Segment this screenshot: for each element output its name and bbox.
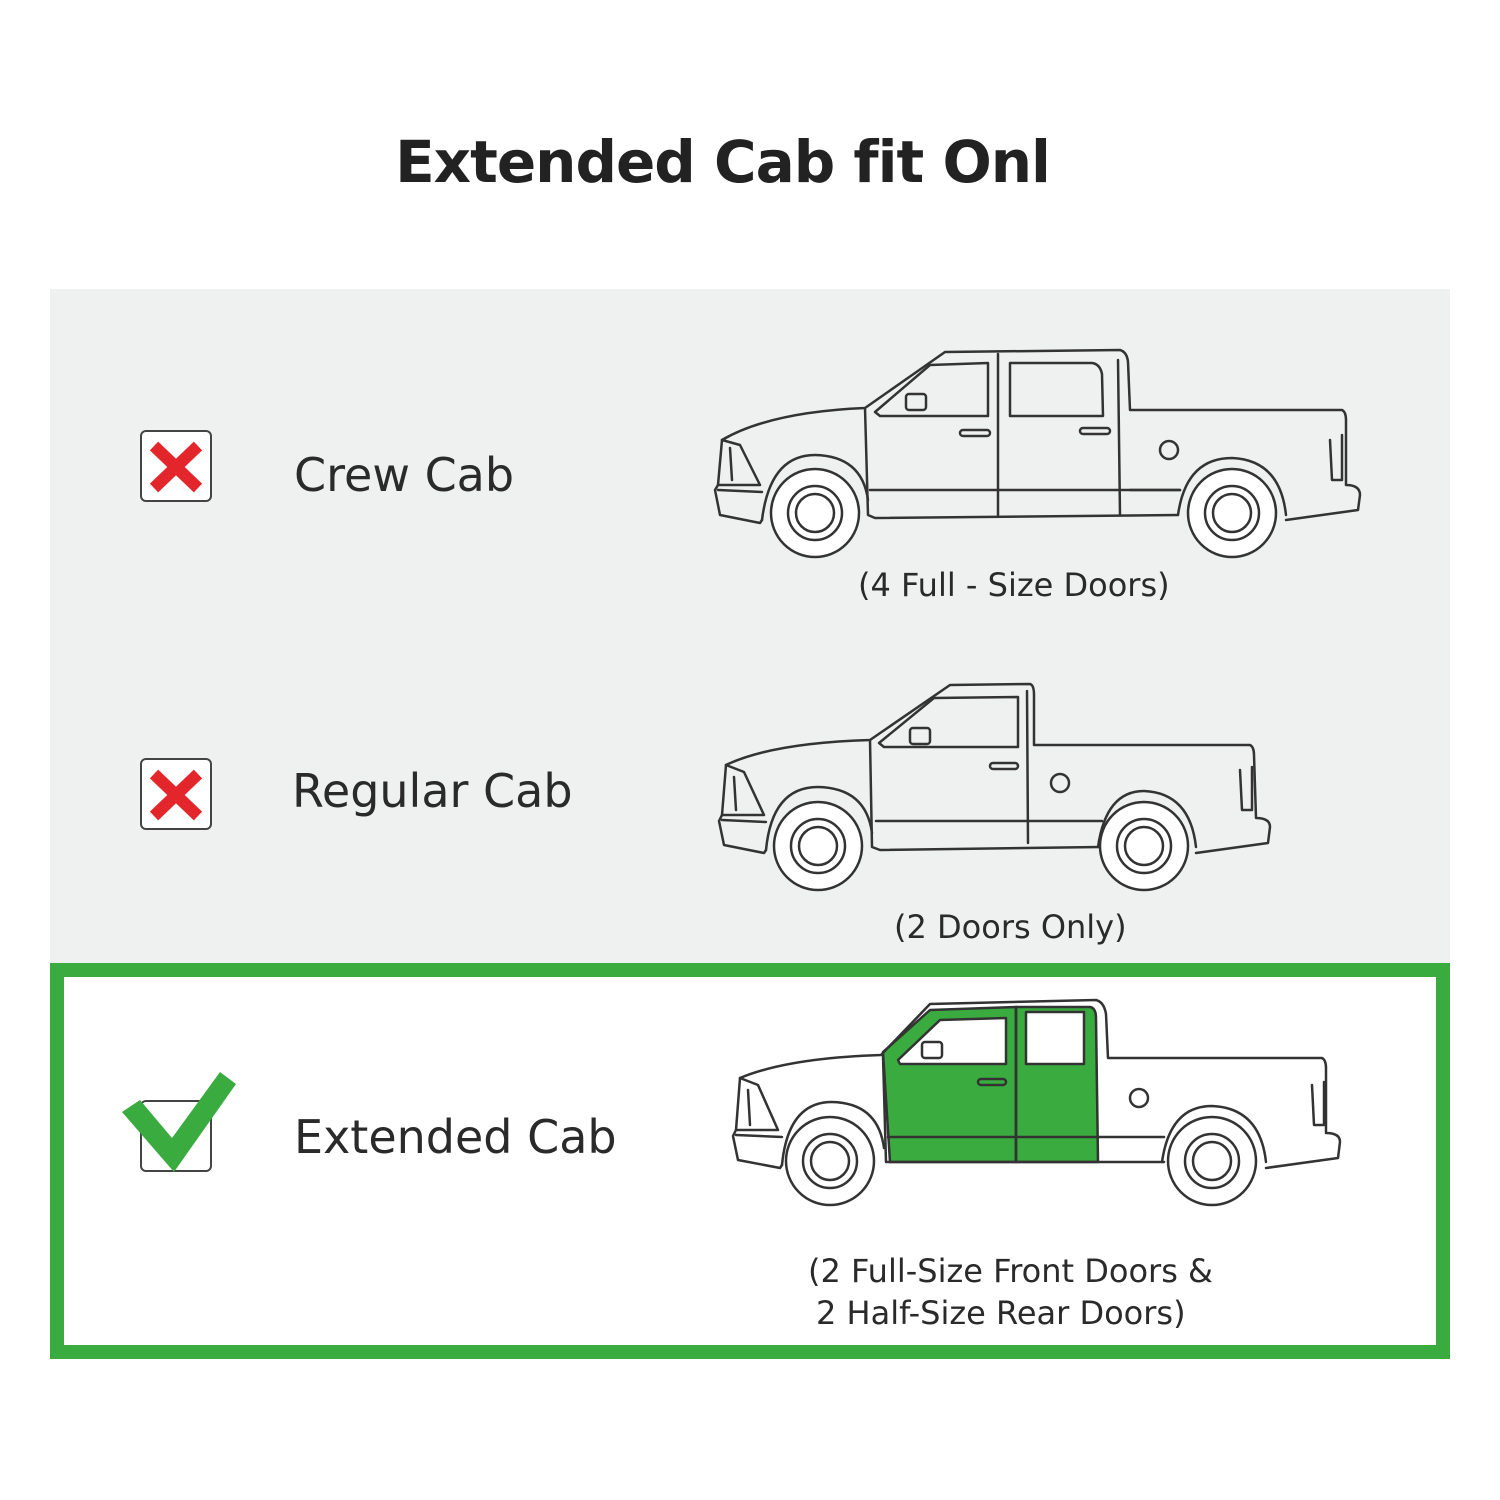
- extended-cab-caption-line-1: (2 Full-Size Front Doors &: [808, 1252, 1213, 1290]
- crew-cab-truck-illustration: [713, 348, 1362, 559]
- regular-cab-truck-illustration: [717, 682, 1272, 892]
- red-x-icon: [149, 441, 203, 493]
- crew-cab-checkbox: [140, 430, 212, 502]
- page-title: Extended Cab fit Onl: [395, 128, 1051, 196]
- crew-cab-label: Crew Cab: [294, 448, 515, 502]
- crew-cab-caption: (4 Full - Size Doors): [858, 566, 1170, 604]
- extended-cab-truck-illustration: [731, 998, 1342, 1207]
- regular-cab-label: Regular Cab: [292, 764, 573, 818]
- not-fit-panel: [50, 289, 1450, 966]
- regular-cab-caption: (2 Doors Only): [894, 908, 1127, 946]
- extended-cab-caption-line-2: 2 Half-Size Rear Doors): [816, 1294, 1186, 1332]
- red-x-icon: [149, 769, 203, 821]
- green-check-icon: [122, 1072, 236, 1172]
- extended-cab-label: Extended Cab: [294, 1110, 617, 1164]
- regular-cab-checkbox: [140, 758, 212, 830]
